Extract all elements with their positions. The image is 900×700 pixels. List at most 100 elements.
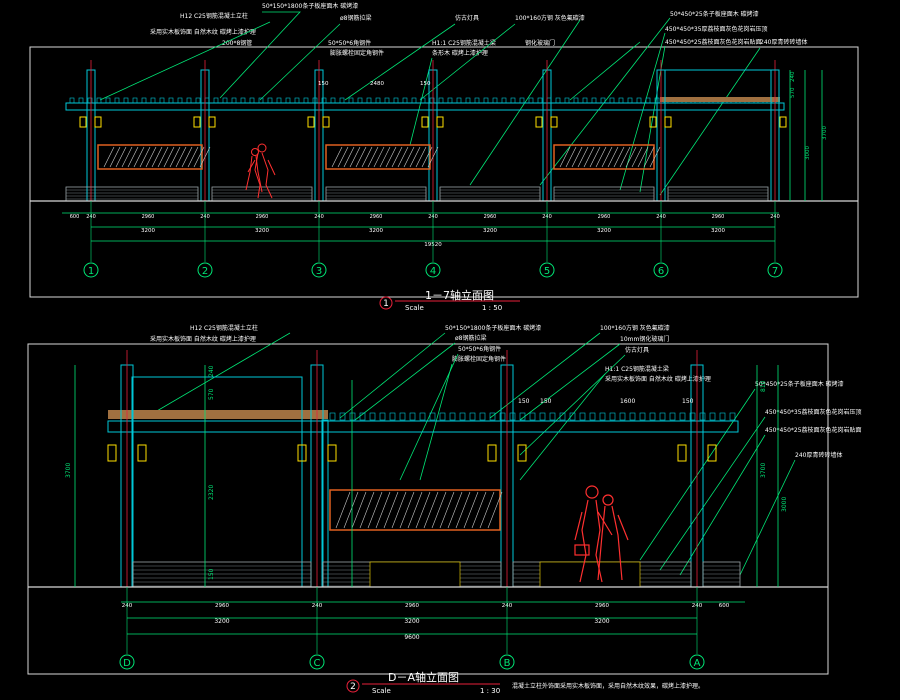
e2-vdim: 2320 — [208, 485, 215, 500]
e2-bench — [539, 561, 641, 588]
e1-axis-bubble — [653, 262, 669, 278]
e2-footer-note: 混凝土立柱外饰面采用实木板饰面，采用自然木纹效果，碳烤上漆护理。 — [512, 682, 704, 690]
e2-scale-value: 1 : 30 — [480, 687, 500, 695]
e1-lamp — [649, 116, 657, 128]
e2-hatch-line — [367, 491, 383, 529]
e1-slat — [213, 97, 219, 104]
e1-slat — [420, 97, 426, 104]
e1-axis-bubble — [425, 262, 441, 278]
e2-hatch-line — [359, 491, 375, 529]
e1-vdim: 3000 — [805, 146, 811, 160]
e1-mid-dim: 150 — [318, 81, 329, 87]
e1-human-figure — [245, 143, 276, 199]
e2-panel-hatch — [335, 491, 503, 529]
e1-hatch-line — [157, 146, 169, 168]
e1-hatch-line — [175, 146, 187, 168]
e1-slat — [465, 97, 471, 104]
e2-axis-bubble — [309, 654, 325, 670]
e2-slat — [729, 412, 736, 421]
e1-note: 条形木 碳烤上漆护理 — [432, 49, 488, 57]
e1-hatch-line — [391, 146, 403, 168]
e1-dim-text: 2960 — [598, 214, 611, 220]
e2-slat — [499, 412, 506, 421]
e1-lamp — [208, 116, 216, 128]
e1-hatch-line — [625, 146, 637, 168]
e1-note: 450*450*35厚荔枝面灰色花岗岩压顶 — [665, 25, 768, 33]
e1-panel — [325, 144, 431, 170]
e1-hatch-line — [115, 146, 127, 168]
e2-slat — [559, 412, 566, 421]
e1-slat — [69, 97, 75, 104]
e1-note: 100*160方钢 灰色氟碳漆 — [515, 14, 585, 22]
e2-vertical-dims — [74, 365, 779, 587]
e2-leaders — [149, 332, 796, 576]
e2-hatch-line — [383, 491, 399, 529]
e1-note: 膨胀螺栓固定角钢件 — [330, 49, 384, 57]
e1-lamp — [779, 116, 787, 128]
e2-note: 100*160方钢 灰色氟碳漆 — [600, 324, 670, 332]
e1-slat — [483, 97, 489, 104]
e1-panels — [97, 144, 661, 170]
e1-mid-dim: 150 — [420, 81, 431, 87]
e1-note: 采用实木板饰面 自然木纹 碳烤上漆护理 — [150, 28, 256, 36]
e2-slat — [549, 412, 556, 421]
e2-slat — [409, 412, 416, 421]
e2-wood-cap — [108, 410, 328, 419]
e2-mid-dim: 150 — [540, 398, 552, 405]
e1-hatch-line — [349, 146, 361, 168]
e2-human-figure — [574, 485, 629, 583]
e2-dim-text: 2960 — [405, 603, 419, 609]
e1-lamp — [550, 116, 558, 128]
e2-span-text: 3200 — [214, 618, 229, 625]
e1-slat — [132, 97, 138, 104]
e1-lamp — [193, 116, 201, 128]
e2-scale-label: Scale — [372, 687, 391, 695]
e1-slat — [150, 97, 156, 104]
e2-vdim: 3000 — [781, 497, 788, 512]
e2-axis-label: B — [504, 658, 511, 669]
e1-slat — [78, 97, 84, 104]
e1-lamp — [421, 116, 429, 128]
e1-slat — [240, 97, 246, 104]
e2-span-text: 3200 — [594, 618, 609, 625]
e1-axis-bubble — [83, 262, 99, 278]
e1-hatch-line — [577, 146, 589, 168]
e2-lamp — [677, 444, 687, 462]
e1-lamp — [535, 116, 543, 128]
e1-hatch-line — [571, 146, 583, 168]
e2-slat — [519, 412, 526, 421]
e1-slat — [330, 97, 336, 104]
elevation-2-title-block: 2 D－A轴立面图 Scale 1 : 30 混凝土立柱外饰面采用实木板饰面，采… — [346, 670, 704, 695]
e1-hatch-line — [199, 146, 211, 168]
e2-slat — [719, 412, 726, 421]
e1-hatch-line — [187, 146, 199, 168]
e1-note: 200*8钢管 — [222, 39, 252, 47]
e2-beam — [107, 420, 739, 433]
e2-note: H12 C25钢筋混凝土立柱 — [190, 324, 258, 332]
e1-slat — [564, 97, 570, 104]
e2-dim-text: 600 — [719, 603, 730, 609]
e1-hatch-line — [181, 146, 193, 168]
e2-hatch-line — [407, 491, 423, 529]
e1-slat — [609, 97, 615, 104]
e2-slat — [419, 412, 426, 421]
e1-slat — [186, 97, 192, 104]
e1-hatch-line — [583, 146, 595, 168]
e2-mid-dim: 150 — [518, 398, 530, 405]
elevation-2-frame — [27, 343, 829, 675]
e1-axis-bubble — [539, 262, 555, 278]
e2-slat — [379, 412, 386, 421]
e1-title-number: 1 — [383, 299, 389, 309]
e2-slat — [459, 412, 466, 421]
e1-hatch-line — [379, 146, 391, 168]
e1-dim-text: 600 — [70, 214, 80, 220]
e2-lamp — [487, 444, 497, 462]
e1-hatch-line — [139, 146, 151, 168]
e2-vdim: 240 — [208, 365, 215, 377]
e2-slat — [439, 412, 446, 421]
e2-vdim: 3700 — [760, 463, 767, 478]
e1-hatch-line — [403, 146, 415, 168]
e2-slat — [649, 412, 656, 421]
e1-lamp — [436, 116, 444, 128]
